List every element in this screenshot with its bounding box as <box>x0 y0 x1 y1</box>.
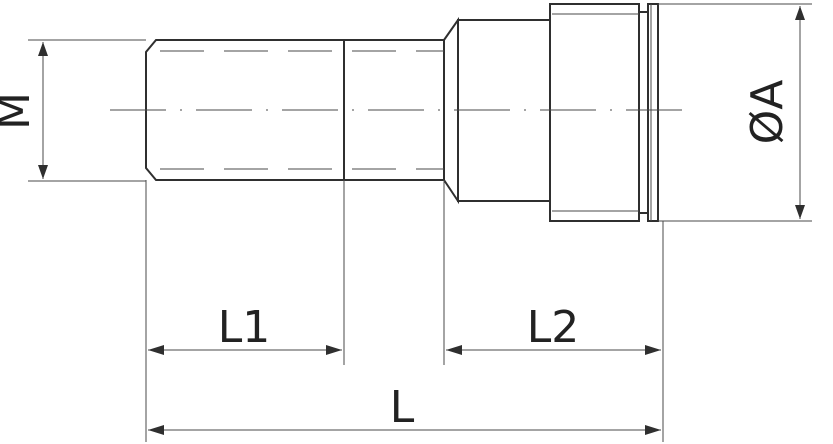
label-l1: L1 <box>218 302 271 353</box>
part-outline <box>145 3 659 222</box>
label-l: L <box>390 382 415 433</box>
label-diameter: ØA <box>742 80 793 145</box>
label-l2: L2 <box>527 302 580 353</box>
diameter-dimension <box>658 3 812 222</box>
thread-dimension <box>28 39 146 182</box>
length-dimensions <box>145 180 664 442</box>
dimension-labels: M ØA L1 L2 L <box>0 80 793 433</box>
collar <box>549 3 640 222</box>
label-m: M <box>0 92 40 130</box>
thread-hidden-lines <box>160 40 444 180</box>
groove <box>638 11 649 214</box>
end-flange <box>647 3 659 222</box>
